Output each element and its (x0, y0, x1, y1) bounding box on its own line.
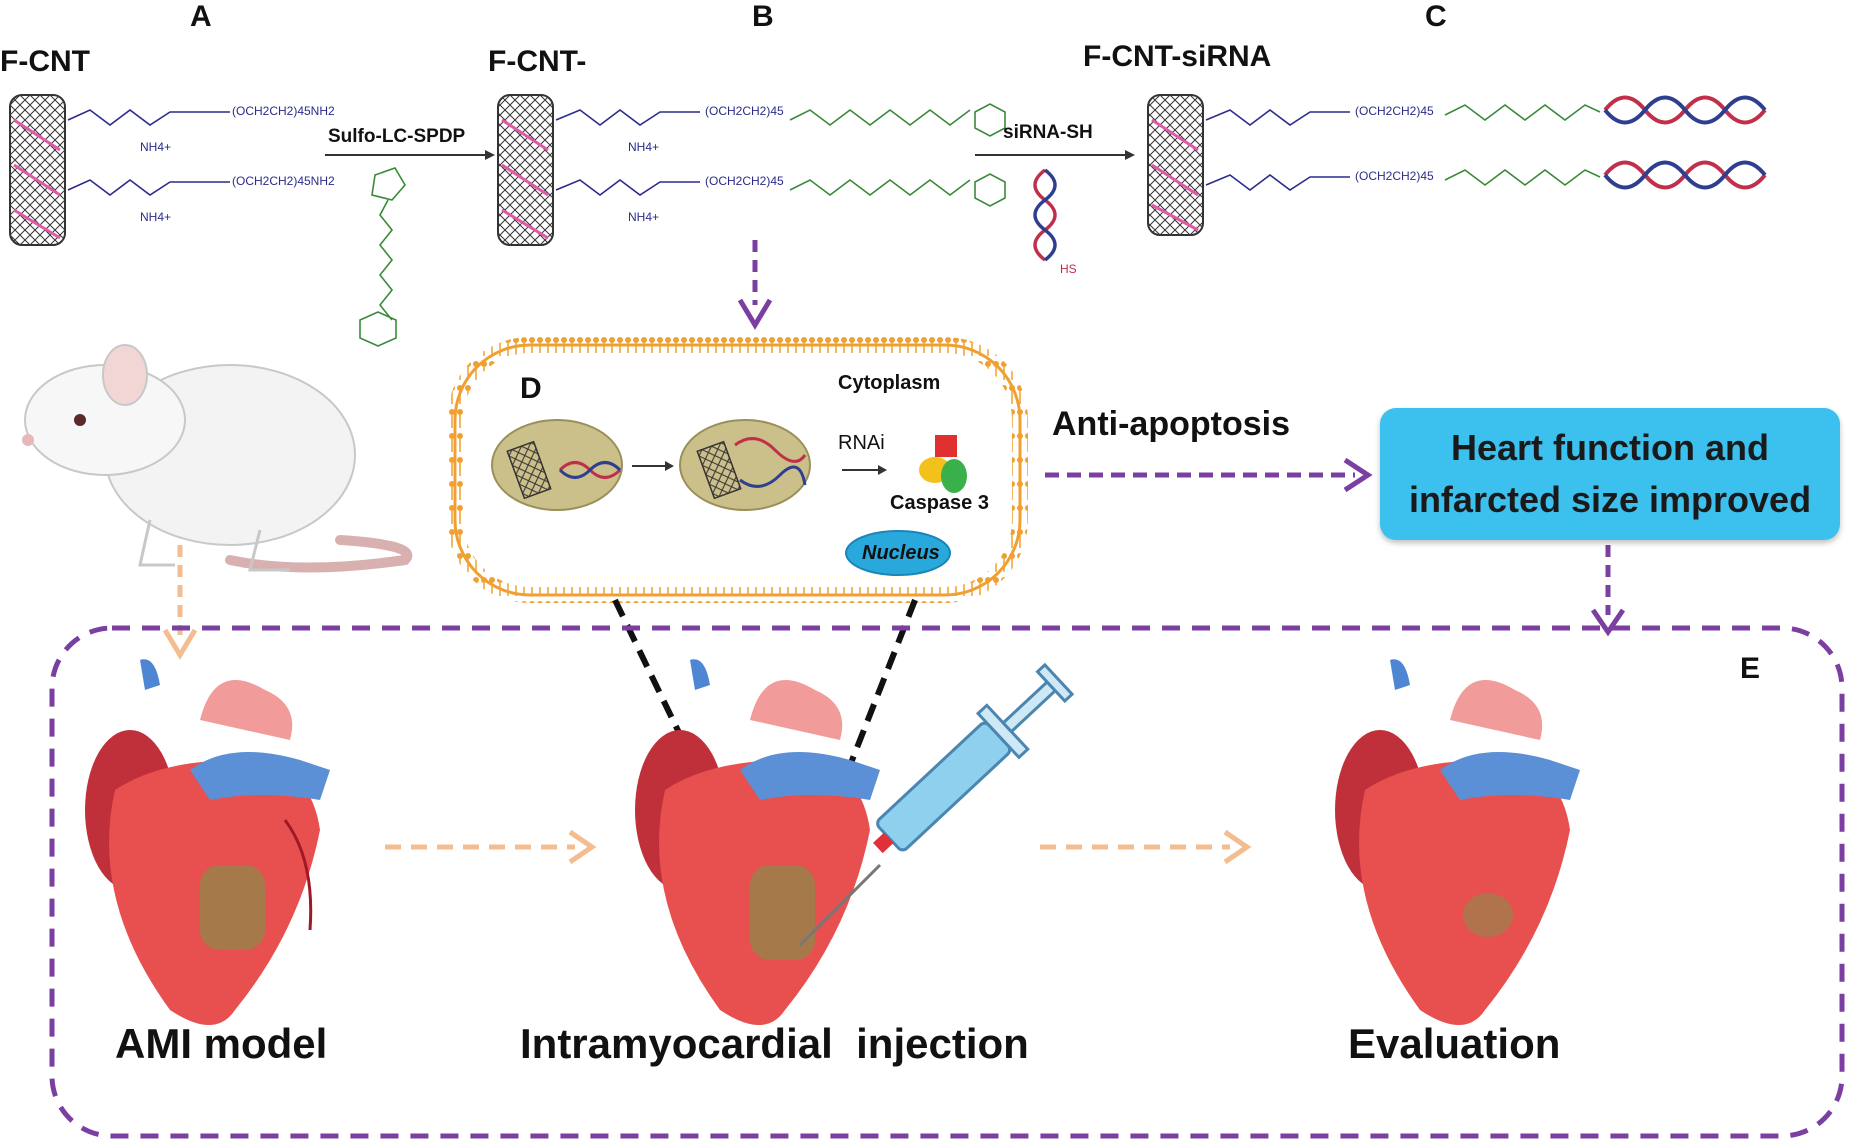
arrow-anti-apoptosis (1045, 457, 1373, 493)
chem-ammonium-2: NH4+ (140, 210, 172, 224)
rat-illustration (22, 344, 413, 573)
chem-peg-amine-1: (OCH2CH2)45NH2 (232, 104, 335, 118)
arrow-b-to-cell (737, 240, 773, 330)
rnai-label: RNAi (838, 432, 885, 454)
outcome-line-2: infarcted size improved (1408, 479, 1812, 520)
stage-label-evaluation: Evaluation (1348, 1020, 1561, 1067)
reaction-arrow-1 (325, 150, 495, 160)
arrow-injection-to-evaluation (1040, 829, 1252, 865)
reagent-thiol: HS (1060, 262, 1077, 276)
chem-ammonium-3: NH4+ (628, 140, 660, 154)
chem-peg-amine-2: (OCH2CH2)45NH2 (232, 174, 335, 188)
chem-peg-linked-3: (OCH2CH2)45 (1355, 104, 1434, 118)
chem-peg-linked-1: (OCH2CH2)45 (705, 104, 784, 118)
reaction-arrow-2 (975, 150, 1135, 160)
chem-peg-linked-2: (OCH2CH2)45 (705, 174, 784, 188)
panel-label-b: B (752, 0, 774, 33)
sulfo-lc-spdp-structure (359, 167, 406, 347)
compound-f-cnt-linker: F-CNT- (488, 45, 587, 78)
sirna-helix-upper (1603, 95, 1767, 125)
sirna-helix-lower (1603, 160, 1767, 190)
peg-chains-a (67, 109, 230, 196)
arrow-rat-to-model (162, 545, 198, 660)
caspase-label: Caspase 3 (890, 492, 989, 514)
arrow-model-to-injection (385, 829, 597, 865)
reagent-sirna-sh: siRNA-SH (1003, 122, 1093, 143)
panel-label-d: D (520, 372, 542, 405)
heart-injection (635, 659, 880, 1025)
outcome-line-1: Heart function and (1450, 427, 1769, 468)
compound-f-cnt-sirna: F-CNT-siRNA (1083, 40, 1272, 73)
endosome-arrow (632, 461, 674, 471)
nanotube-b (497, 94, 554, 246)
chem-ammonium-4: NH4+ (628, 210, 660, 224)
heart-evaluation (1335, 659, 1580, 1025)
stage-label-injection: Intramyocardial injection (520, 1020, 1029, 1067)
linker-chains-b (555, 103, 1006, 207)
compound-f-cnt: F-CNT (0, 45, 90, 78)
syringe-icon (798, 662, 1075, 947)
endosome-2 (679, 419, 811, 511)
panel-label-c: C (1425, 0, 1447, 33)
chem-ammonium-1: NH4+ (140, 140, 172, 154)
rnai-arrow (842, 465, 887, 475)
heart-ami-model (85, 659, 330, 1025)
nanotube-a (9, 94, 66, 246)
arrow-outcome-to-e (1590, 545, 1626, 637)
panel-label-a: A (190, 0, 212, 33)
panel-e-frame (49, 625, 1845, 1139)
endosome-1 (491, 419, 623, 511)
panel-label-e: E (1740, 652, 1761, 685)
reagent-sulfo-lc-spdp: Sulfo-LC-SPDP (328, 126, 466, 147)
caspase-3-icon (919, 435, 967, 493)
stage-label-model: AMI model (115, 1020, 328, 1067)
outcome-box: Heart function and infarcted size improv… (1380, 408, 1840, 540)
linker-chains-c (1205, 104, 1601, 191)
nanotube-c (1147, 94, 1204, 236)
nucleus-shape (845, 530, 951, 576)
sirna-sh-helix (1033, 168, 1057, 262)
effect-label: Anti-apoptosis (1052, 405, 1290, 443)
chem-peg-linked-4: (OCH2CH2)45 (1355, 169, 1434, 183)
nucleus-label: Nucleus (862, 542, 940, 564)
cell-region-label: Cytoplasm (838, 372, 941, 394)
